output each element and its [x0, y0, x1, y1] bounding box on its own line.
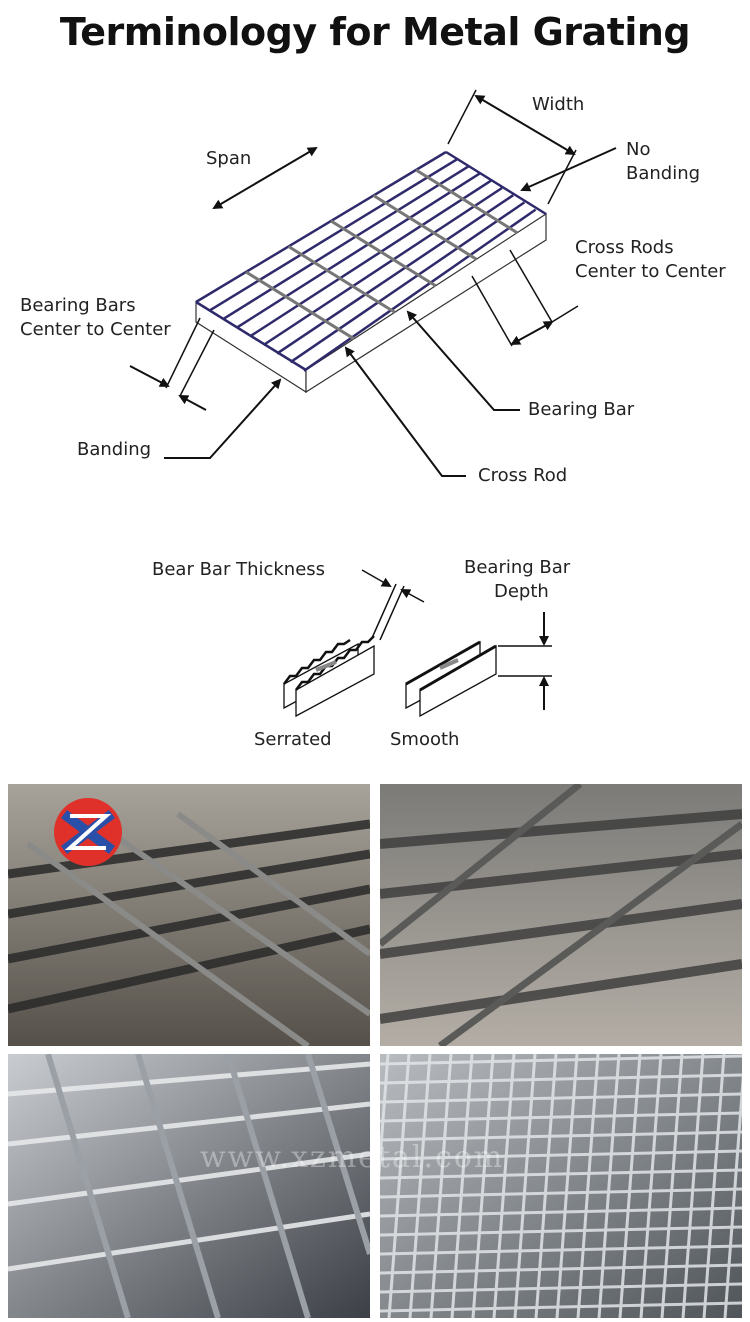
grating-panel [195, 150, 547, 394]
label-no-banding-line1: No [626, 139, 651, 160]
label-bearing-bar: Bearing Bar [528, 399, 635, 420]
label-bearing-bars-line2: Center to Center [20, 319, 171, 340]
grating-photo-rod [534, 1054, 558, 1318]
label-no-banding-line2: Banding [626, 163, 701, 184]
label-serrated: Serrated [254, 729, 332, 750]
grating-photo-rod [513, 1054, 537, 1318]
grating-photo-rod [723, 1073, 742, 1318]
cross-rod [245, 270, 355, 341]
bearing-bar [262, 186, 503, 347]
profile-dimensions [361, 569, 552, 710]
photo-serrated-grating-closeup [8, 784, 370, 1046]
bearing-bar [276, 194, 514, 355]
label-smooth: Smooth [390, 729, 460, 750]
grating-photo-bar [380, 1282, 742, 1294]
grating-photo-rod [380, 1054, 390, 1180]
cross-rod [415, 168, 518, 234]
bearing-bar [303, 208, 537, 372]
label-cross-rods-line1: Cross Rods [575, 237, 674, 258]
grating-photo-rod [492, 1054, 516, 1318]
grating-photo-rod [702, 1054, 726, 1318]
photo-smooth-grating-closeup [380, 784, 742, 1046]
grating-photo-rod [660, 1054, 684, 1318]
grating-diagram [129, 89, 617, 718]
label-bear-bar-thickness: Bear Bar Thickness [152, 559, 326, 580]
grating-photo-rod [471, 1054, 495, 1318]
grating-photo-rod [681, 1054, 705, 1318]
label-bearing-bar-depth-line2: Depth [494, 581, 549, 602]
cross-rod [287, 245, 396, 314]
grating-photo-rod [387, 1054, 411, 1318]
label-bearing-bars-line1: Bearing Bars [20, 295, 136, 316]
banding-edge [195, 300, 307, 372]
bearing-bar [195, 150, 447, 304]
bar-profiles [283, 635, 497, 718]
watermark-text: www.xzmetal.com [200, 1140, 505, 1175]
photo-galvanized-plain-grating [380, 1054, 742, 1318]
grating-photo-bar [380, 1301, 742, 1313]
label-cross-rod: Cross Rod [478, 465, 568, 486]
label-cross-rods-line2: Center to Center [575, 261, 726, 282]
grating-photo-rod [408, 1054, 432, 1318]
cross-rod [372, 194, 478, 261]
bearing-bar [208, 158, 458, 312]
bearing-bar [222, 165, 470, 321]
bearing-bar [289, 201, 526, 364]
grating-photo-rod [576, 1054, 600, 1318]
label-span: Span [206, 148, 252, 169]
grating-photo-bar [380, 1092, 742, 1104]
photo-galvanized-serrated-grating [8, 1054, 370, 1318]
grating-photo-rod [450, 1054, 474, 1318]
bearing-bar [249, 179, 492, 338]
label-width: Width [532, 94, 585, 115]
grating-photo-bar [380, 1111, 742, 1123]
grating-photo-rod [618, 1054, 642, 1318]
grating-photo-bar [380, 1225, 742, 1237]
grating-photo-rod [429, 1054, 453, 1318]
xz-logo-icon [54, 798, 122, 866]
grating-photo-bar [380, 1149, 742, 1161]
bearing-bar [235, 172, 481, 329]
label-banding: Banding [77, 439, 152, 460]
grating-photo-bar [380, 1206, 742, 1218]
grating-photo-bar [380, 1130, 742, 1142]
bearing-bar-end [445, 150, 547, 216]
grating-photo-rod [639, 1054, 663, 1318]
grating-photo-rod [597, 1054, 621, 1318]
dimension-lines [129, 89, 617, 477]
label-bearing-bar-depth-line1: Bearing Bar [464, 557, 571, 578]
grating-photo-rod [555, 1054, 579, 1318]
page-title: Terminology for Metal Grating [59, 10, 691, 54]
cross-rod [330, 219, 437, 288]
